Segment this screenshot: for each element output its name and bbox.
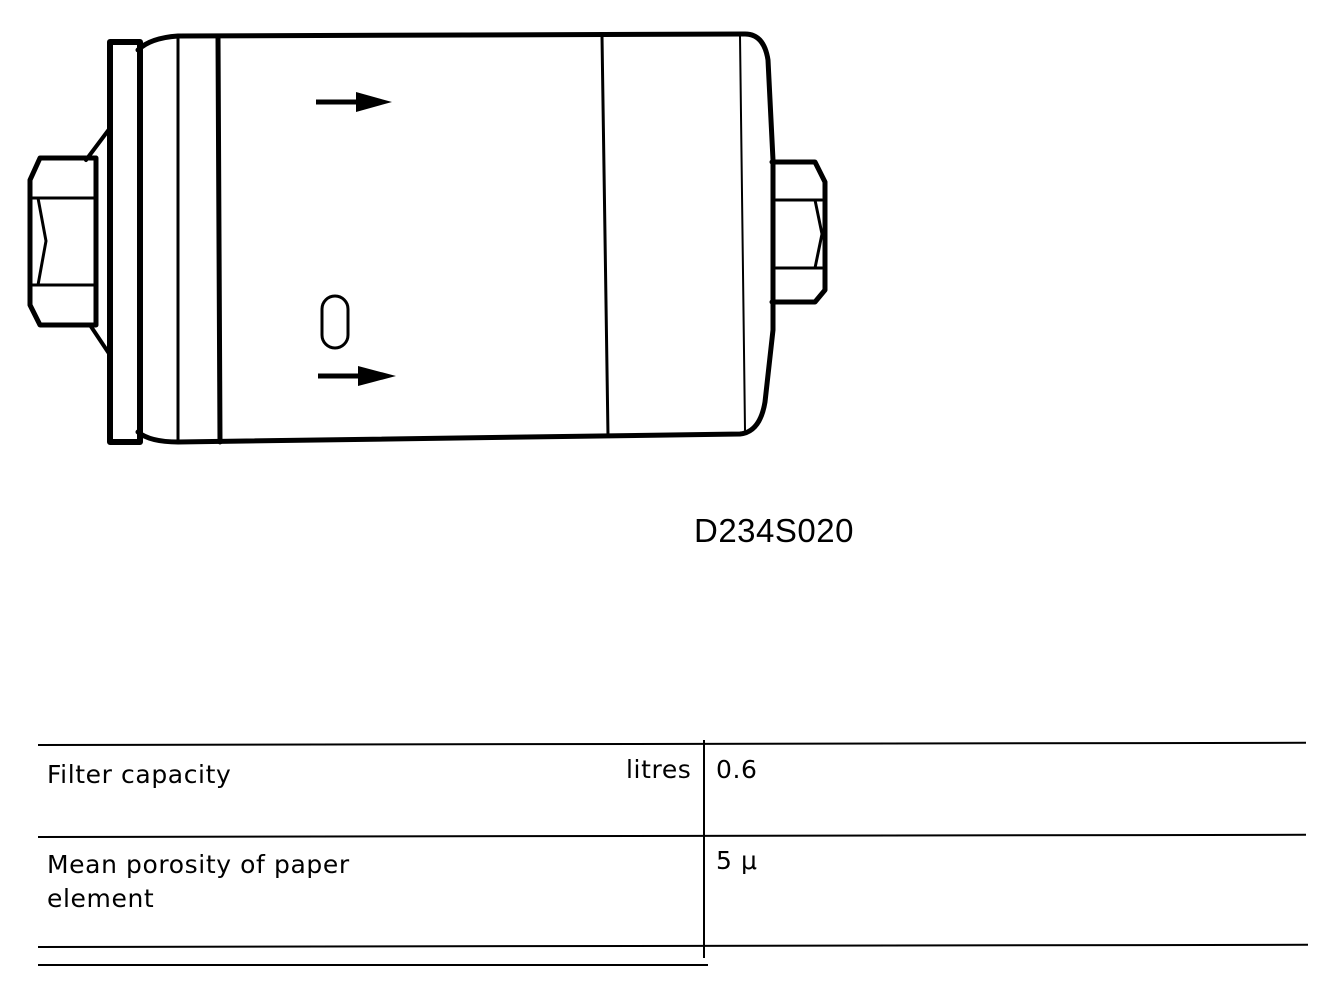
figure-code: D234S020 bbox=[694, 512, 854, 549]
table-rule-lower bbox=[38, 943, 1309, 948]
hex-nut-icon bbox=[769, 159, 828, 305]
table-rule-bottom bbox=[38, 964, 708, 966]
table-row-label: Filter capacity bbox=[47, 760, 232, 789]
table-rule-top bbox=[38, 741, 1307, 746]
spec-table: Filter capacity litres 0.6 Mean porosity… bbox=[0, 720, 1344, 998]
table-column-divider bbox=[703, 740, 705, 958]
flow-arrow-icon bbox=[318, 366, 396, 386]
hex-nut-icon bbox=[27, 155, 99, 328]
flow-arrow-icon bbox=[316, 92, 392, 112]
table-row-unit: litres bbox=[626, 755, 692, 784]
fuel-filter-drawing bbox=[27, 31, 828, 445]
slot-icon bbox=[320, 294, 350, 350]
table-row-value: 5 μ bbox=[716, 846, 758, 875]
table-row-label: Mean porosity of paper element bbox=[47, 850, 350, 913]
table-row-value: 0.6 bbox=[716, 755, 758, 784]
table-rule-middle bbox=[38, 833, 1307, 838]
